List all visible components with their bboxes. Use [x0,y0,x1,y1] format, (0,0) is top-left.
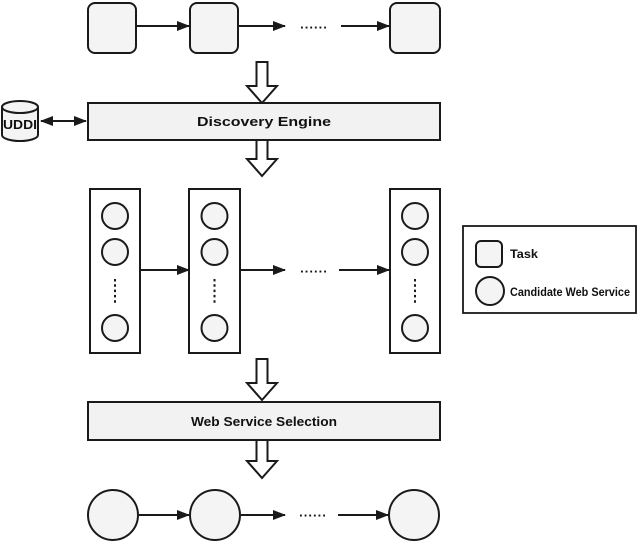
legend: Task Candidate Web Service [462,225,637,314]
service-node-1 [87,489,139,541]
ellipsis: ...... [299,505,327,520]
down-block-arrow-1 [244,61,280,105]
web-service-selection-label: Web Service Selection [191,414,337,429]
database-icon [1,107,39,142]
candidate-group-3 [389,188,441,354]
candidate-service-node [101,314,129,342]
discovery-engine-box: Discovery Engine [87,102,441,141]
task-node-3 [389,2,441,54]
candidate-service-node [401,238,429,266]
candidate-groups-row: ...... [89,188,441,354]
candidate-service-node [401,314,429,342]
web-service-selection-box: Web Service Selection [87,401,441,441]
service-node-3 [388,489,440,541]
legend-candidate-label: Candidate Web Service [510,285,630,299]
discovery-engine-label: Discovery Engine [197,114,331,129]
legend-task-label: Task [510,247,538,261]
task-node-2 [189,2,239,54]
service-node-2 [189,489,241,541]
down-block-arrow-4 [244,439,280,480]
uddi-label: UDDI [3,118,37,132]
database-icon-lid [1,100,39,114]
ellipsis: ...... [300,17,328,32]
abstract-task-row: ...... [87,2,441,54]
candidate-service-node [101,238,129,266]
candidate-group-2 [188,188,241,354]
candidate-service-node [101,202,129,230]
candidate-service-node [200,314,229,342]
candidate-service-node [200,202,229,230]
candidate-service-node [200,238,229,266]
task-node-1 [87,2,137,54]
legend-task-symbol [475,240,503,268]
down-block-arrow-2 [244,139,280,178]
uddi-registry: UDDI [1,100,39,142]
selected-services-row: ...... [87,489,440,541]
discovery-engine-rect [87,102,441,141]
legend-candidate-symbol [475,276,505,306]
candidate-group-1 [89,188,141,354]
down-block-arrow-3 [244,358,280,402]
candidate-service-node [401,202,429,230]
ellipsis: ...... [300,261,328,276]
